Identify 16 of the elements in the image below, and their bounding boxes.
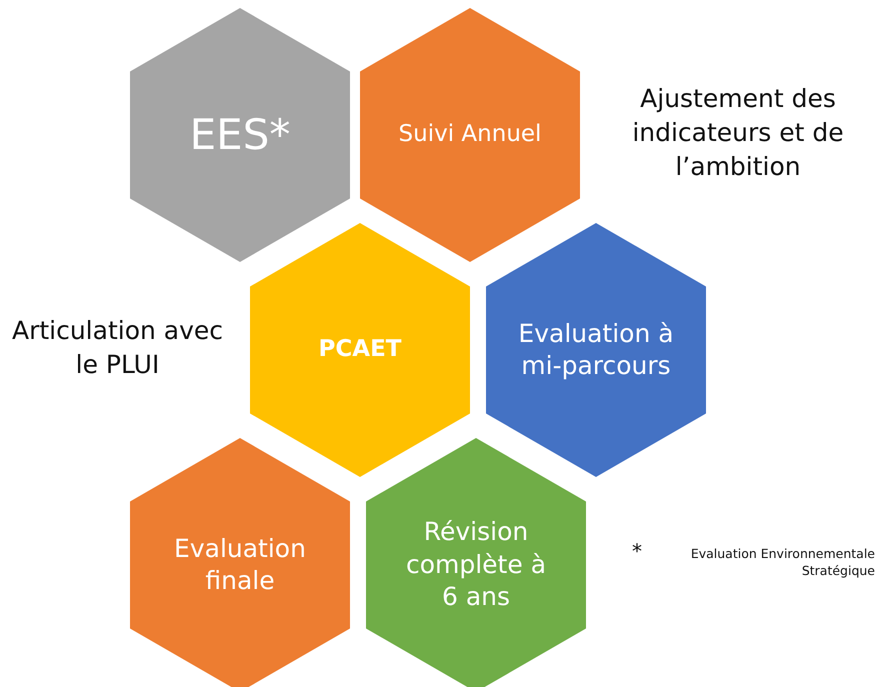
hexagon: [366, 438, 586, 687]
hexagon-label: Evaluation à mi-parcours: [517, 318, 675, 382]
hexagon-label: Suivi Annuel: [398, 120, 542, 150]
footnote-text: Evaluation Environnementale Stratégique: [690, 546, 875, 580]
hexagon: [130, 8, 350, 262]
hexagon-label: EES*: [190, 108, 290, 161]
hexagon: [250, 223, 470, 477]
hexagon-label: PCAET: [318, 335, 402, 364]
hexagon-label: Révision complète à 6 ans: [404, 516, 548, 614]
footnote-marker: *: [632, 538, 643, 565]
hexagon: [360, 8, 580, 262]
hexagon: [130, 438, 350, 687]
hexagon: [486, 223, 706, 477]
hexagon-label: Evaluation finale: [173, 532, 307, 597]
annotation-text: Articulation avec le PLUI: [10, 315, 224, 381]
annotation-text: Ajustement des indicateurs et de l’ambition: [631, 83, 845, 182]
